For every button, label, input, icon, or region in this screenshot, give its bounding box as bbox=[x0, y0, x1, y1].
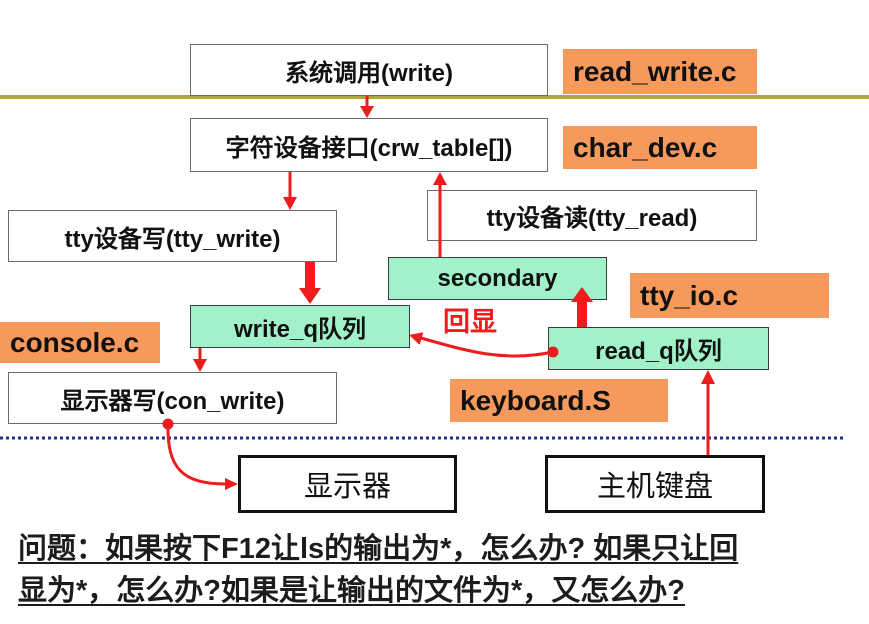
syscall-write-label: 系统调用(write) bbox=[285, 59, 453, 87]
tty-read-box: tty设备读(tty_read) bbox=[427, 190, 757, 241]
host-keyboard-label: 主机键盘 bbox=[596, 471, 713, 503]
syscall-write-box: 系统调用(write) bbox=[190, 44, 548, 96]
write-q-box: write_q队列 bbox=[190, 305, 410, 348]
file-label-char-dev: char_dev.c bbox=[563, 126, 757, 169]
tty-write-box: tty设备写(tty_write) bbox=[8, 210, 337, 262]
con-write-label: 显示器写(con_write) bbox=[60, 387, 285, 415]
display-device-box: 显示器 bbox=[238, 455, 457, 513]
write-q-label: write_q队列 bbox=[233, 316, 367, 343]
file-label-tty-io-text: tty_io.c bbox=[640, 279, 739, 311]
read-q-label: read_q队列 bbox=[595, 338, 722, 365]
tty-write-label: tty设备写(tty_write) bbox=[64, 225, 281, 253]
file-label-char-dev-text: char_dev.c bbox=[573, 131, 718, 163]
question-line-1: 问题：如果按下F12让ls的输出为*，怎么办? 如果只让回 bbox=[18, 533, 739, 565]
file-label-keyboard-text: keyboard.S bbox=[460, 384, 611, 416]
question-line-2: 显为*，怎么办?如果是让输出的文件为*，又怎么办? bbox=[18, 575, 686, 607]
char-dev-interface-label: 字符设备接口(crw_table[]) bbox=[225, 134, 513, 162]
secondary-queue-box: secondary bbox=[388, 257, 607, 300]
tty-read-label: tty设备读(tty_read) bbox=[486, 205, 698, 232]
secondary-queue-label: secondary bbox=[437, 264, 558, 292]
host-keyboard-box: 主机键盘 bbox=[545, 455, 765, 513]
file-label-read-write: read_write.c bbox=[563, 49, 757, 94]
file-label-keyboard: keyboard.S bbox=[450, 379, 668, 422]
file-label-console-text: console.c bbox=[10, 326, 140, 358]
file-label-read-write-text: read_write.c bbox=[573, 55, 737, 87]
file-label-console: console.c bbox=[0, 322, 160, 363]
olive-divider-line bbox=[0, 95, 869, 99]
read-q-box: read_q队列 bbox=[548, 327, 769, 370]
echo-label: 回显 bbox=[443, 307, 497, 337]
file-label-tty-io: tty_io.c bbox=[630, 273, 829, 318]
con-write-box: 显示器写(con_write) bbox=[8, 372, 337, 424]
char-dev-interface-box: 字符设备接口(crw_table[]) bbox=[190, 118, 548, 172]
question-text: 问题：如果按下F12让ls的输出为*，怎么办? 如果只让回 显为*，怎么办?如果… bbox=[18, 528, 738, 612]
display-device-label: 显示器 bbox=[303, 471, 391, 503]
